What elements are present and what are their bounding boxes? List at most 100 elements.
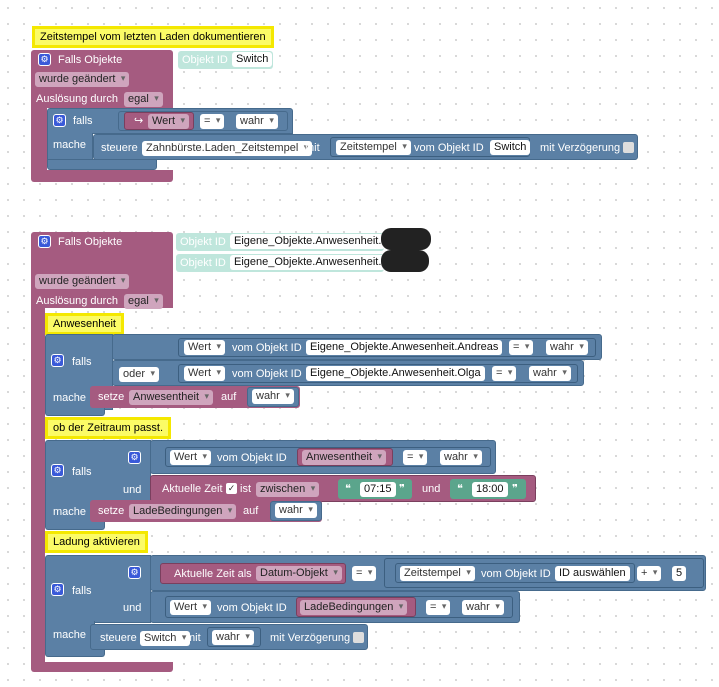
date-object-dropdown[interactable]: Datum-Objekt <box>256 566 342 581</box>
gear-icon[interactable]: ⚙ <box>51 583 64 596</box>
redaction-mark <box>381 250 429 272</box>
gear-icon[interactable]: ⚙ <box>128 451 141 464</box>
timestamp-dropdown[interactable]: Zeitstempel <box>400 566 475 581</box>
true-dropdown[interactable]: wahr <box>252 389 294 404</box>
delay-label: mit Verzögerung <box>540 142 621 154</box>
or-dropdown[interactable]: oder <box>119 367 160 382</box>
from-object-label: vom Objekt ID <box>232 342 302 354</box>
true-dropdown[interactable]: wahr <box>212 630 254 645</box>
gear-icon[interactable]: ⚙ <box>51 354 64 367</box>
current-time-as-label: Aktuelle Zeit als <box>174 568 252 580</box>
variable-dropdown[interactable]: Anwesentheit <box>129 390 214 405</box>
true-dropdown[interactable]: wahr <box>236 114 278 129</box>
comment-4[interactable]: Ladung aktivieren <box>45 531 148 553</box>
from-object-label: vom Objekt ID <box>217 452 287 464</box>
objekt-id-label: Objekt ID <box>182 54 228 66</box>
quote-open-icon: ❝ <box>345 483 351 495</box>
control-target-dropdown[interactable]: Switch <box>140 631 191 646</box>
to-label: auf <box>221 391 237 403</box>
time-from-value[interactable]: 07:15 <box>360 482 396 497</box>
control-label: steuere <box>101 142 138 154</box>
objekt-id-value-1[interactable]: Eigene_Objekte.Anwesenheit. <box>230 234 386 249</box>
gear-icon[interactable]: ⚙ <box>51 464 64 477</box>
true-dropdown[interactable]: wahr <box>546 340 588 355</box>
variable-dropdown[interactable]: LadeBedingungen <box>129 504 237 519</box>
current-time-label: Aktuelle Zeit <box>162 483 223 495</box>
object-id-olga[interactable]: Eigene_Objekte.Anwesenheit.Olga <box>306 366 485 381</box>
value-dropdown[interactable]: Wert <box>184 340 226 355</box>
gear-icon[interactable]: ⚙ <box>38 53 51 66</box>
value-dropdown[interactable]: Wert <box>170 450 212 465</box>
comment-text: ob der Zeitraum passt. <box>53 422 164 434</box>
between-dropdown[interactable]: zwischen <box>256 482 320 497</box>
eq-dropdown[interactable]: = <box>352 566 377 581</box>
number-value[interactable]: 5 <box>672 566 687 581</box>
variable-dropdown[interactable]: LadeBedingungen <box>300 600 408 615</box>
comment-3[interactable]: ob der Zeitraum passt. <box>45 417 172 439</box>
id-select-value[interactable]: ID auswählen <box>555 566 630 581</box>
is-label: ist <box>240 483 251 495</box>
true-dropdown[interactable]: wahr <box>440 450 482 465</box>
and-label: und <box>422 483 441 495</box>
object-id-andreas[interactable]: Eigene_Objekte.Anwesenheit.Andreas <box>306 340 503 355</box>
if-label: falls <box>72 585 92 597</box>
from-object-label: vom Objekt ID <box>232 368 302 380</box>
variable-dropdown[interactable]: Anwesentheit <box>302 450 387 465</box>
if-label: falls <box>72 356 92 368</box>
do-label: mache <box>53 629 87 641</box>
eq-dropdown[interactable]: = <box>492 366 517 381</box>
to-label: auf <box>243 505 259 517</box>
eq-dropdown[interactable]: = <box>509 340 534 355</box>
gear-icon[interactable]: ⚙ <box>38 235 51 248</box>
if-footer <box>45 647 105 657</box>
comment-2[interactable]: Anwesenheit <box>45 313 124 335</box>
with-label: mit <box>305 142 320 154</box>
control-label: steuere <box>100 632 137 644</box>
changed-dropdown[interactable]: wurde geändert <box>35 72 130 87</box>
return-icon: ↪ <box>134 115 144 127</box>
eq-dropdown[interactable]: = <box>426 600 451 615</box>
delay-checkbox[interactable] <box>623 142 634 153</box>
delay-checkbox[interactable] <box>353 632 364 643</box>
eq-dropdown[interactable]: = <box>200 114 225 129</box>
gear-icon[interactable]: ⚙ <box>53 114 66 127</box>
objekt-id-label: Objekt ID <box>180 236 226 248</box>
check-icon[interactable]: ✓ <box>226 483 237 494</box>
gear-icon[interactable]: ⚙ <box>128 566 141 579</box>
from-object-value[interactable]: Switch <box>490 140 531 155</box>
do-label: mache <box>53 392 87 404</box>
if-footer <box>45 520 105 530</box>
if-label: falls <box>73 115 93 127</box>
set-label: setze <box>98 505 125 517</box>
quote-close-icon: ❞ <box>399 483 405 495</box>
event-label: Falls Objekte <box>58 236 123 248</box>
value-dropdown[interactable]: Wert <box>148 114 190 129</box>
control-target-dropdown[interactable]: Zahnbürste.Laden_Zeitstempel <box>142 141 313 156</box>
time-to-value[interactable]: 18:00 <box>472 482 508 497</box>
if-spine <box>47 133 93 161</box>
changed-dropdown[interactable]: wurde geändert <box>35 274 130 289</box>
objekt-id-value-2[interactable]: Eigene_Objekte.Anwesenheit. <box>230 255 386 270</box>
if-label: falls <box>72 466 92 478</box>
trigger-dropdown[interactable]: egal <box>124 294 163 309</box>
true-dropdown[interactable]: wahr <box>462 600 504 615</box>
comment-text: Zeitstempel vom letzten Laden dokumentie… <box>40 31 266 43</box>
true-dropdown[interactable]: wahr <box>529 366 571 381</box>
if-footer <box>47 159 157 170</box>
do-label: mache <box>53 506 87 518</box>
objekt-id-value[interactable]: Switch <box>232 52 273 67</box>
with-label: mit <box>186 632 201 644</box>
true-dropdown[interactable]: wahr <box>275 503 317 518</box>
eq-dropdown[interactable]: = <box>403 450 428 465</box>
trigger-dropdown[interactable]: egal <box>124 92 163 107</box>
delay-label: mit Verzögerung <box>270 632 351 644</box>
timestamp-dropdown[interactable]: Zeitstempel <box>336 140 411 155</box>
from-object-label: vom Objekt ID <box>217 602 287 614</box>
set-label: setze <box>98 391 125 403</box>
value-dropdown[interactable]: Wert <box>184 366 226 381</box>
value-dropdown[interactable]: Wert <box>170 600 212 615</box>
comment-1[interactable]: Zeitstempel vom letzten Laden dokumentie… <box>32 26 274 48</box>
redaction-mark <box>381 228 431 250</box>
plus-dropdown[interactable]: + <box>637 566 662 581</box>
from-object-label: vom Objekt ID <box>481 568 551 580</box>
